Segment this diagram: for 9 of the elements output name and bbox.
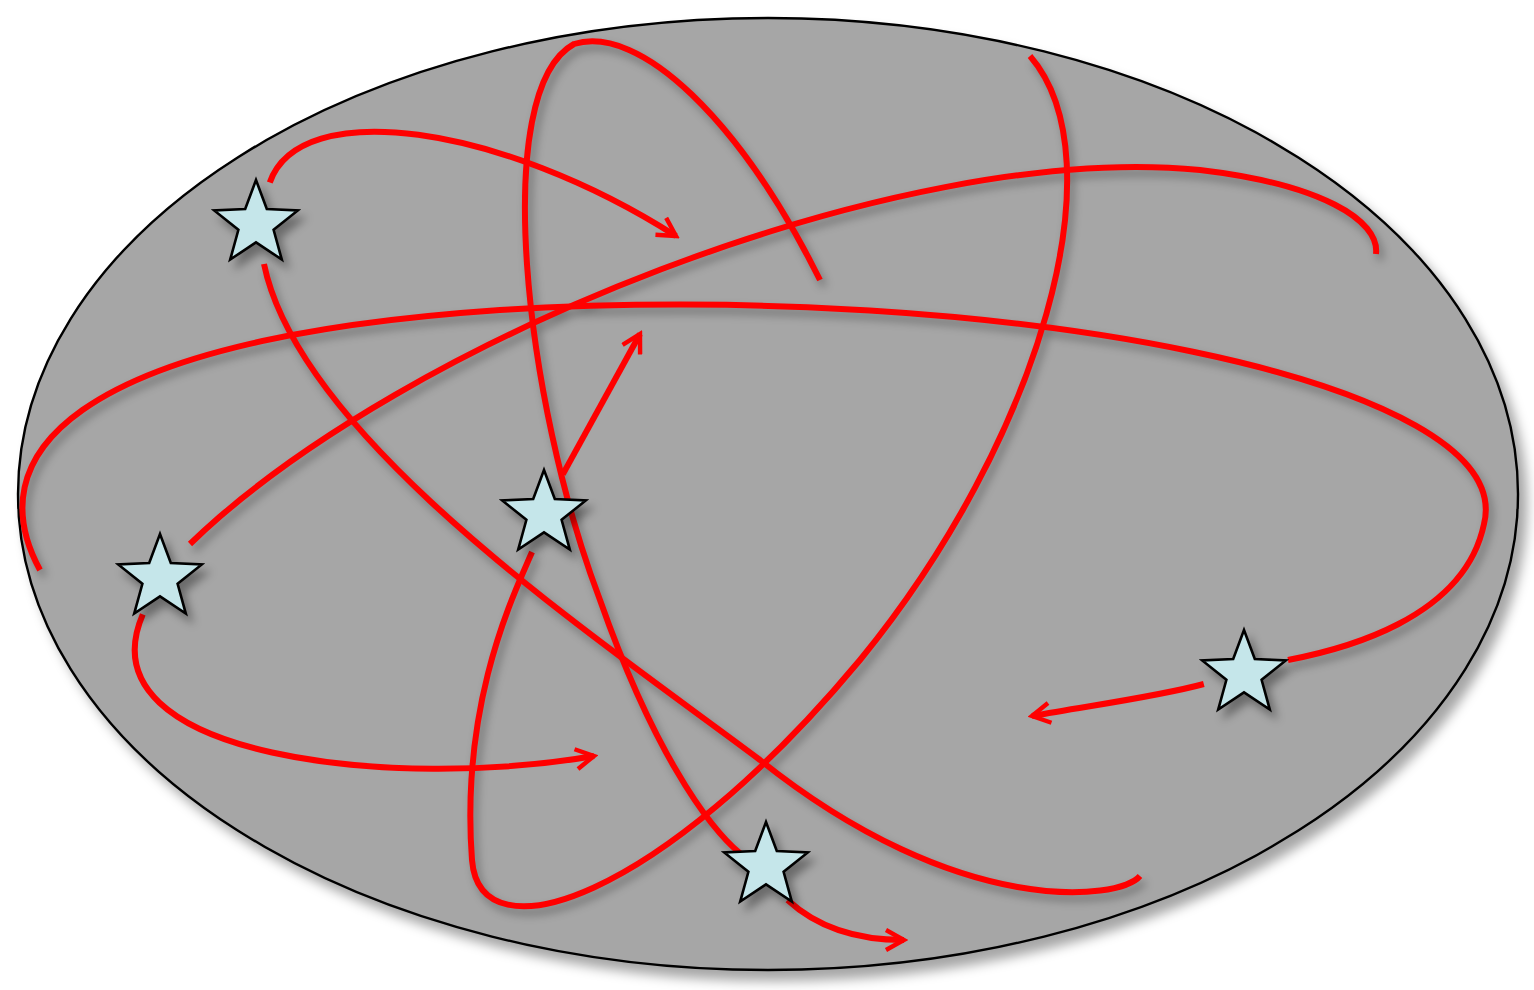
- star-icon: [1200, 628, 1288, 716]
- arrow: [131, 613, 597, 772]
- arrow: [785, 897, 907, 952]
- arrow: [267, 128, 679, 239]
- star-icon: [722, 820, 810, 908]
- arrow: [560, 331, 643, 476]
- star-icon: [212, 178, 300, 266]
- star-icon: [500, 468, 588, 556]
- star-icon: [116, 532, 204, 620]
